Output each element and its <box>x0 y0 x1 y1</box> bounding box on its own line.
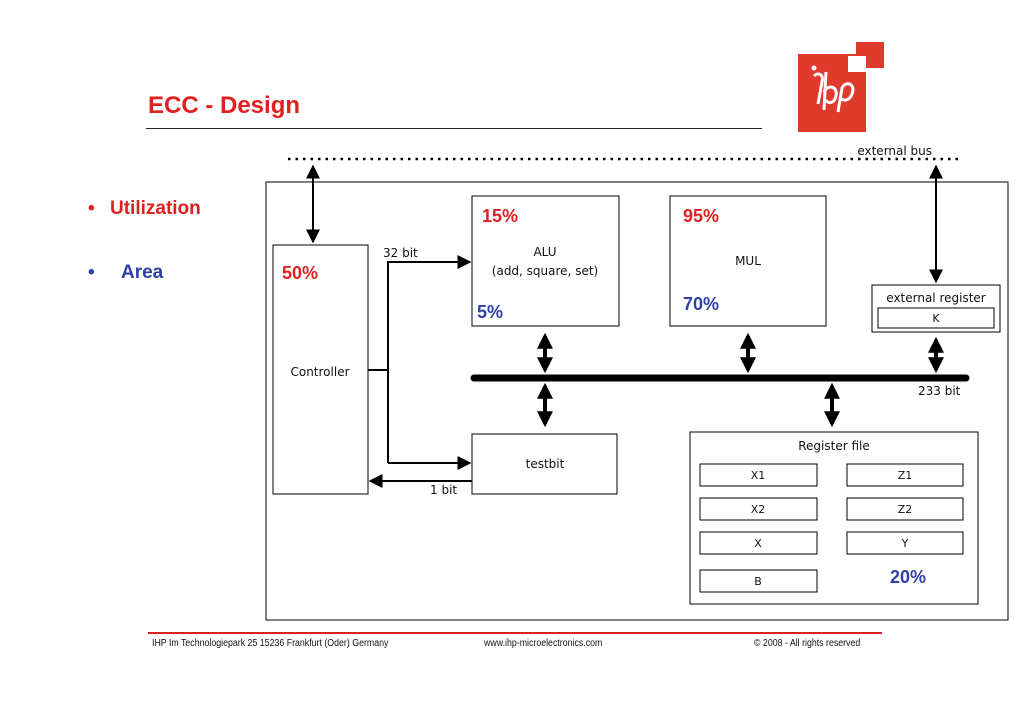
testbit-ctrl-width-label: 1 bit <box>430 483 457 497</box>
external-bus-label: external bus <box>857 144 932 158</box>
reg-cell-y <box>846 531 964 555</box>
title-underline <box>146 128 762 129</box>
alu-area: 5% <box>477 302 503 322</box>
reg-cell-z1-label: Z1 <box>898 469 913 482</box>
reg-cell-x-label: X <box>754 537 762 550</box>
mul-block: 95% MUL 70% <box>669 195 827 327</box>
reg-cell-z2 <box>846 497 964 521</box>
controller-utilization: 50% <box>282 263 318 283</box>
chip-boundary <box>265 181 1009 621</box>
bullet-label-area: Area <box>121 262 164 283</box>
bullet-area: • Area <box>88 262 163 284</box>
register-file-block: Register file X1 Z1 X2 Z2 X Y B 20% <box>689 431 979 605</box>
mul-title: MUL <box>735 254 761 268</box>
controller-block: 50% Controller <box>272 244 369 495</box>
reg-cell-b-label: B <box>754 575 762 588</box>
footer-copyright: © 2008 - All rights reserved <box>754 638 861 649</box>
external-register-title: external register <box>886 291 986 305</box>
ctrl-alu-width-label: 32 bit <box>383 246 418 260</box>
alu-block: 15% ALU (add, square, set) 5% <box>471 195 620 327</box>
mul-utilization: 95% <box>683 206 719 226</box>
mul-area: 70% <box>683 294 719 314</box>
reg-cell-b <box>699 569 818 593</box>
testbit-block: testbit <box>471 433 618 495</box>
slide-title: ECC - Design <box>148 92 301 119</box>
footer-address: IHP Im Technologiepark 25 15236 Frankfur… <box>152 638 389 649</box>
alu-title: ALU <box>533 245 556 259</box>
reg-cell-z1 <box>846 463 964 487</box>
alu-ops: (add, square, set) <box>492 264 598 278</box>
bullet-dot-icon: • <box>88 262 95 283</box>
bullet-utilization: • Utilization <box>88 198 201 220</box>
main-bus-label: 233 bit <box>918 384 961 398</box>
alu-utilization: 15% <box>482 206 518 226</box>
register-file-area: 20% <box>890 567 926 587</box>
reg-cell-x1-label: X1 <box>751 469 766 482</box>
register-file-title: Register file <box>798 439 870 453</box>
external-register-cell: K <box>932 312 940 325</box>
footer-website: www.ihp-microelectronics.com <box>484 638 603 649</box>
footer-rule <box>148 632 882 634</box>
reg-cell-y-label: Y <box>901 537 909 550</box>
ihp-logo <box>798 42 884 132</box>
reg-cell-x2-label: X2 <box>751 503 766 516</box>
external-register-block: external register K <box>871 284 1001 333</box>
reg-cell-x <box>699 531 818 555</box>
controller-alu-wire <box>387 255 472 463</box>
bullet-label-utilization: Utilization <box>110 198 201 219</box>
controller-label: Controller <box>290 365 349 379</box>
testbit-label: testbit <box>526 457 565 471</box>
reg-cell-x1 <box>699 463 818 487</box>
reg-cell-z2-label: Z2 <box>898 503 913 516</box>
reg-cell-x2 <box>699 497 818 521</box>
bullet-dot-icon: • <box>88 198 95 219</box>
